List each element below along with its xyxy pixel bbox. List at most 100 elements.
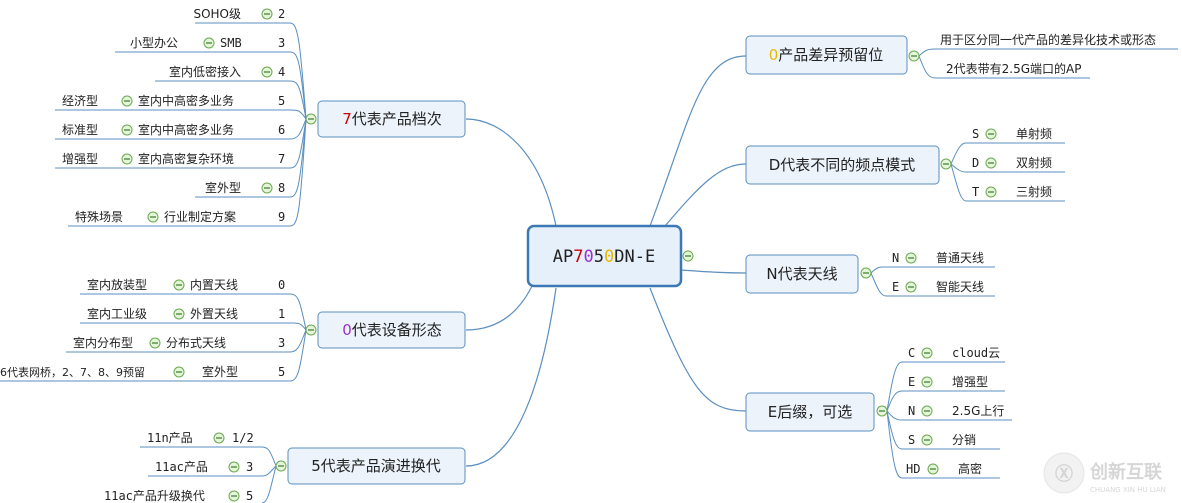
svg-text:11n产品: 11n产品 xyxy=(147,431,193,445)
level-item-6[interactable]: 标准型 室内中高密多业务 6 xyxy=(55,122,290,140)
svg-text:室内工业级: 室内工业级 xyxy=(87,306,147,321)
reserved-leaves: 用于区分同一代产品的差异化技术或形态 2代表带有2.5G端口的AP xyxy=(935,32,1178,79)
form-item-3[interactable]: 室内分布型 分布式天线 3 xyxy=(66,335,290,353)
branch-suffix-connectors xyxy=(886,361,903,479)
svg-text:C: C xyxy=(908,346,915,360)
branch-evolution[interactable]: 5代表产品演进换代 xyxy=(287,447,466,485)
branch-evolution-collapse-icon[interactable] xyxy=(275,460,287,472)
branch-form[interactable]: 0代表设备形态 xyxy=(317,311,466,349)
branch-antenna-connectors xyxy=(870,266,887,297)
svg-text:11ac产品升级换代: 11ac产品升级换代 xyxy=(104,489,205,503)
svg-text:Ⓧ: Ⓧ xyxy=(1055,463,1073,484)
level-item-4[interactable]: 室内低密接入 4 xyxy=(155,64,290,82)
svg-text:CHUANG XIN HU LIAN: CHUANG XIN HU LIAN xyxy=(1090,486,1166,494)
evolution-item-3[interactable]: 11ac产品升级换代 5 xyxy=(104,489,253,503)
level-item-3[interactable]: 小型办公 SMB 3 xyxy=(115,35,290,53)
freq-item-d[interactable]: D 双射频 xyxy=(966,155,1065,173)
branch-antenna-collapse-icon[interactable] xyxy=(860,267,872,279)
svg-text:室内高密复杂环境: 室内高密复杂环境 xyxy=(138,151,234,166)
svg-text:外置天线: 外置天线 xyxy=(190,307,238,321)
evolution-item-2[interactable]: 11ac产品 3 xyxy=(148,460,262,477)
branch-reserved-collapse-icon[interactable] xyxy=(908,50,920,62)
reserved-item-25g[interactable]: 2代表带有2.5G端口的AP xyxy=(935,61,1090,79)
svg-text:2: 2 xyxy=(278,7,285,21)
level-item-9[interactable]: 特殊场景 行业制定方案 9 xyxy=(68,209,290,227)
svg-text:4: 4 xyxy=(278,65,285,79)
root-collapse-icon[interactable] xyxy=(682,250,694,262)
svg-text:增强型: 增强型 xyxy=(62,152,98,166)
svg-text:2.5G上行: 2.5G上行 xyxy=(952,404,1004,418)
svg-text:3: 3 xyxy=(246,460,253,474)
branch-freq-connectors xyxy=(950,142,967,202)
svg-text:室内分布型: 室内分布型 xyxy=(73,335,133,350)
svg-text:2代表带有2.5G端口的AP: 2代表带有2.5G端口的AP xyxy=(946,61,1081,76)
branch-antenna[interactable]: N代表天线 xyxy=(745,254,859,294)
branch-form-collapse-icon[interactable] xyxy=(305,324,317,336)
branch-suffix[interactable]: E后缀，可选 xyxy=(745,392,875,432)
level-item-8[interactable]: 室外型 8 xyxy=(195,180,290,198)
watermark-logo: Ⓧ 创新互联 CHUANG XIN HU LIAN xyxy=(1043,452,1166,494)
level-item-2[interactable]: SOHO级 2 xyxy=(193,7,290,24)
form-item-1[interactable]: 室内工业级 外置天线 1 xyxy=(80,306,290,324)
svg-text:8: 8 xyxy=(278,181,285,195)
antenna-leaves: N 普通天线 E 智能天线 xyxy=(886,251,995,297)
suffix-item-c[interactable]: C cloud云 xyxy=(902,346,1005,363)
branch-form-connectors xyxy=(289,293,307,382)
svg-text:小型办公: 小型办公 xyxy=(130,35,178,50)
reserved-item-desc[interactable]: 用于区分同一代产品的差异化技术或形态 xyxy=(935,32,1178,50)
branch-freq[interactable]: D代表不同的频点模式 xyxy=(745,145,940,185)
svg-text:高密: 高密 xyxy=(958,461,982,476)
form-item-0[interactable]: 室内放装型 内置天线 0 xyxy=(80,277,290,295)
svg-text:11ac产品: 11ac产品 xyxy=(155,460,208,474)
svg-text:N: N xyxy=(892,251,899,265)
evolution-leaves: 11n产品 1/2 11ac产品 3 11ac产品升级换代 5 xyxy=(104,431,262,503)
svg-text:5代表产品演进换代: 5代表产品演进换代 xyxy=(311,457,441,475)
suffix-item-hd[interactable]: HD 高密 xyxy=(902,461,1000,479)
svg-text:内置天线: 内置天线 xyxy=(190,278,238,292)
freq-item-s[interactable]: S 单射频 xyxy=(966,126,1065,144)
svg-text:行业制定方案: 行业制定方案 xyxy=(164,209,236,224)
svg-text:室内中高密多业务: 室内中高密多业务 xyxy=(138,122,234,137)
suffix-item-s[interactable]: S 分销 xyxy=(902,433,1000,450)
level-item-5[interactable]: 经济型 室内中高密多业务 5 xyxy=(55,93,290,111)
level-leaves: SOHO级 2 小型办公 SMB 3 室内低密接入 4 经济型 xyxy=(55,7,290,227)
level-item-7[interactable]: 增强型 室内高密复杂环境 7 xyxy=(55,151,290,169)
svg-text:3: 3 xyxy=(278,36,285,50)
svg-text:室外型: 室外型 xyxy=(205,180,241,195)
svg-text:双射频: 双射频 xyxy=(1016,155,1052,170)
svg-text:T: T xyxy=(972,185,979,199)
branch-level[interactable]: 7代表产品档次 xyxy=(317,100,466,138)
svg-text:9: 9 xyxy=(278,210,285,224)
branch-level-collapse-icon[interactable] xyxy=(305,113,317,125)
svg-text:1: 1 xyxy=(278,307,285,321)
svg-text:0: 0 xyxy=(278,278,285,292)
branch-reserved-label: 0产品差异预留位 xyxy=(769,46,884,64)
suffix-item-n[interactable]: N 2.5G上行 xyxy=(902,404,1012,421)
svg-text:室内低密接入: 室内低密接入 xyxy=(169,64,241,79)
svg-text:E: E xyxy=(892,280,899,294)
antenna-item-n[interactable]: N 普通天线 xyxy=(886,251,995,268)
svg-text:分布式天线: 分布式天线 xyxy=(166,336,226,350)
branch-freq-collapse-icon[interactable] xyxy=(940,158,952,170)
svg-text:7: 7 xyxy=(278,152,285,166)
antenna-item-e[interactable]: E 智能天线 xyxy=(886,279,995,297)
suffix-item-e[interactable]: E 增强型 xyxy=(902,375,1005,392)
form-leaves: 室内放装型 内置天线 0 室内工业级 外置天线 1 室内分布型 分布式天线 3 … xyxy=(0,277,290,382)
freq-item-t[interactable]: T 三射频 xyxy=(966,184,1065,202)
svg-text:5: 5 xyxy=(246,489,253,503)
svg-text:室内中高密多业务: 室内中高密多业务 xyxy=(138,93,234,108)
svg-text:HD: HD xyxy=(906,462,920,476)
branch-reserved[interactable]: 0产品差异预留位 xyxy=(745,35,908,75)
root-node[interactable]: AP7050DN-E xyxy=(526,224,683,288)
svg-text:增强型: 增强型 xyxy=(952,375,988,389)
svg-text:分销: 分销 xyxy=(952,433,976,447)
svg-text:三射频: 三射频 xyxy=(1016,184,1052,199)
form-item-5[interactable]: 6代表网桥，2、7、8、9预留 室外型 5 xyxy=(0,364,290,382)
branch-suffix-collapse-icon[interactable] xyxy=(876,405,888,417)
evolution-item-1[interactable]: 11n产品 1/2 xyxy=(140,431,262,448)
branch-reserved-connectors xyxy=(918,48,936,79)
root-label: AP7050DN-E xyxy=(553,247,655,267)
svg-text:智能天线: 智能天线 xyxy=(936,279,984,294)
suffix-leaves: C cloud云 E 增强型 N 2.5G上行 S 分销 xyxy=(902,346,1012,479)
